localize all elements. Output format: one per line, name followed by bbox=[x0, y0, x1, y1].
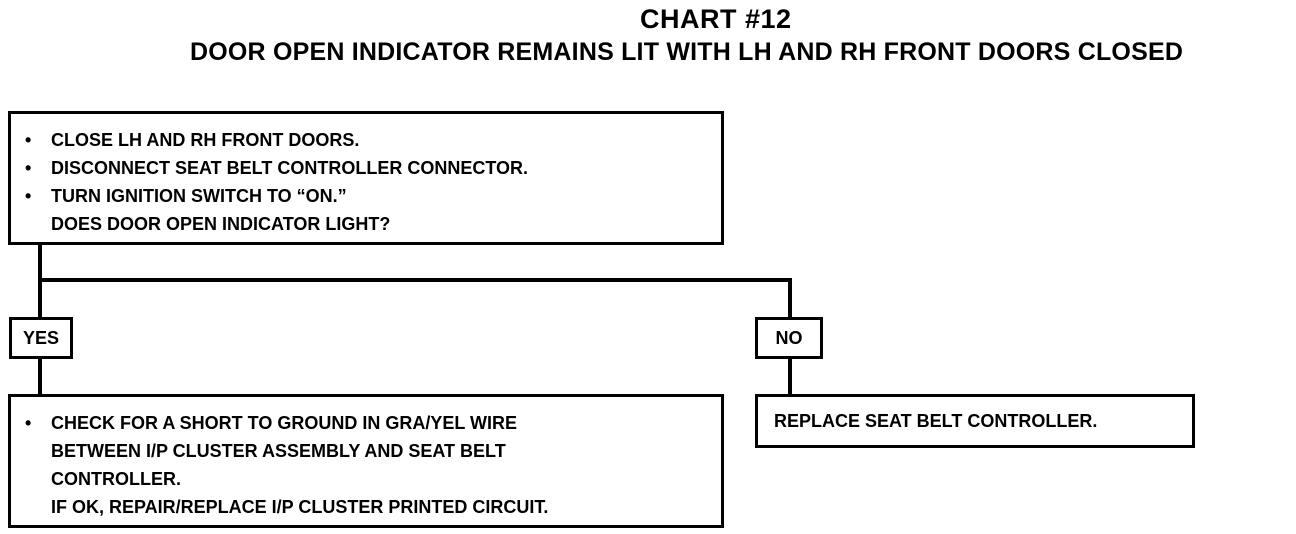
chart-subtitle: DOOR OPEN INDICATOR REMAINS LIT WITH LH … bbox=[190, 38, 1184, 66]
chart-title: CHART #12 bbox=[640, 4, 792, 34]
step-1-item: DISCONNECT SEAT BELT CONTROLLER CONNECTO… bbox=[11, 154, 721, 182]
step-1-question: DOES DOOR OPEN INDICATOR LIGHT? bbox=[51, 214, 391, 234]
step-1-item: TURN IGNITION SWITCH TO “ON.” bbox=[11, 182, 721, 210]
step-1-box: CLOSE LH AND RH FRONT DOORS. DISCONNECT … bbox=[8, 111, 724, 245]
yes-action-note: IF OK, REPAIR/REPLACE I/P CLUSTER PRINTE… bbox=[51, 497, 549, 517]
step-1-item: CLOSE LH AND RH FRONT DOORS. bbox=[11, 126, 721, 154]
no-label: NO bbox=[775, 327, 803, 348]
yes-label-box: YES bbox=[9, 317, 73, 359]
yes-action-box: CHECK FOR A SHORT TO GROUND IN GRA/YEL W… bbox=[8, 394, 724, 528]
connector-no-to-action bbox=[788, 358, 792, 396]
no-action-box: REPLACE SEAT BELT CONTROLLER. bbox=[755, 394, 1195, 448]
connector-main-down bbox=[38, 244, 42, 282]
no-action-text: REPLACE SEAT BELT CONTROLLER. bbox=[774, 411, 1098, 431]
no-label-box: NO bbox=[755, 317, 823, 359]
connector-yes-to-action bbox=[38, 358, 42, 396]
step-1-list: CLOSE LH AND RH FRONT DOORS. DISCONNECT … bbox=[11, 126, 721, 238]
connector-no-down bbox=[788, 278, 792, 318]
yes-label: YES bbox=[22, 327, 60, 348]
yes-action-list: CHECK FOR A SHORT TO GROUND IN GRA/YEL W… bbox=[11, 409, 721, 521]
yes-action-item: CONTROLLER. bbox=[51, 469, 181, 489]
yes-action-item: BETWEEN I/P CLUSTER ASSEMBLY AND SEAT BE… bbox=[51, 441, 506, 461]
connector-yes-down bbox=[38, 278, 42, 318]
yes-action-item: CHECK FOR A SHORT TO GROUND IN GRA/YEL W… bbox=[11, 409, 721, 437]
connector-branch-horizontal bbox=[38, 278, 792, 282]
